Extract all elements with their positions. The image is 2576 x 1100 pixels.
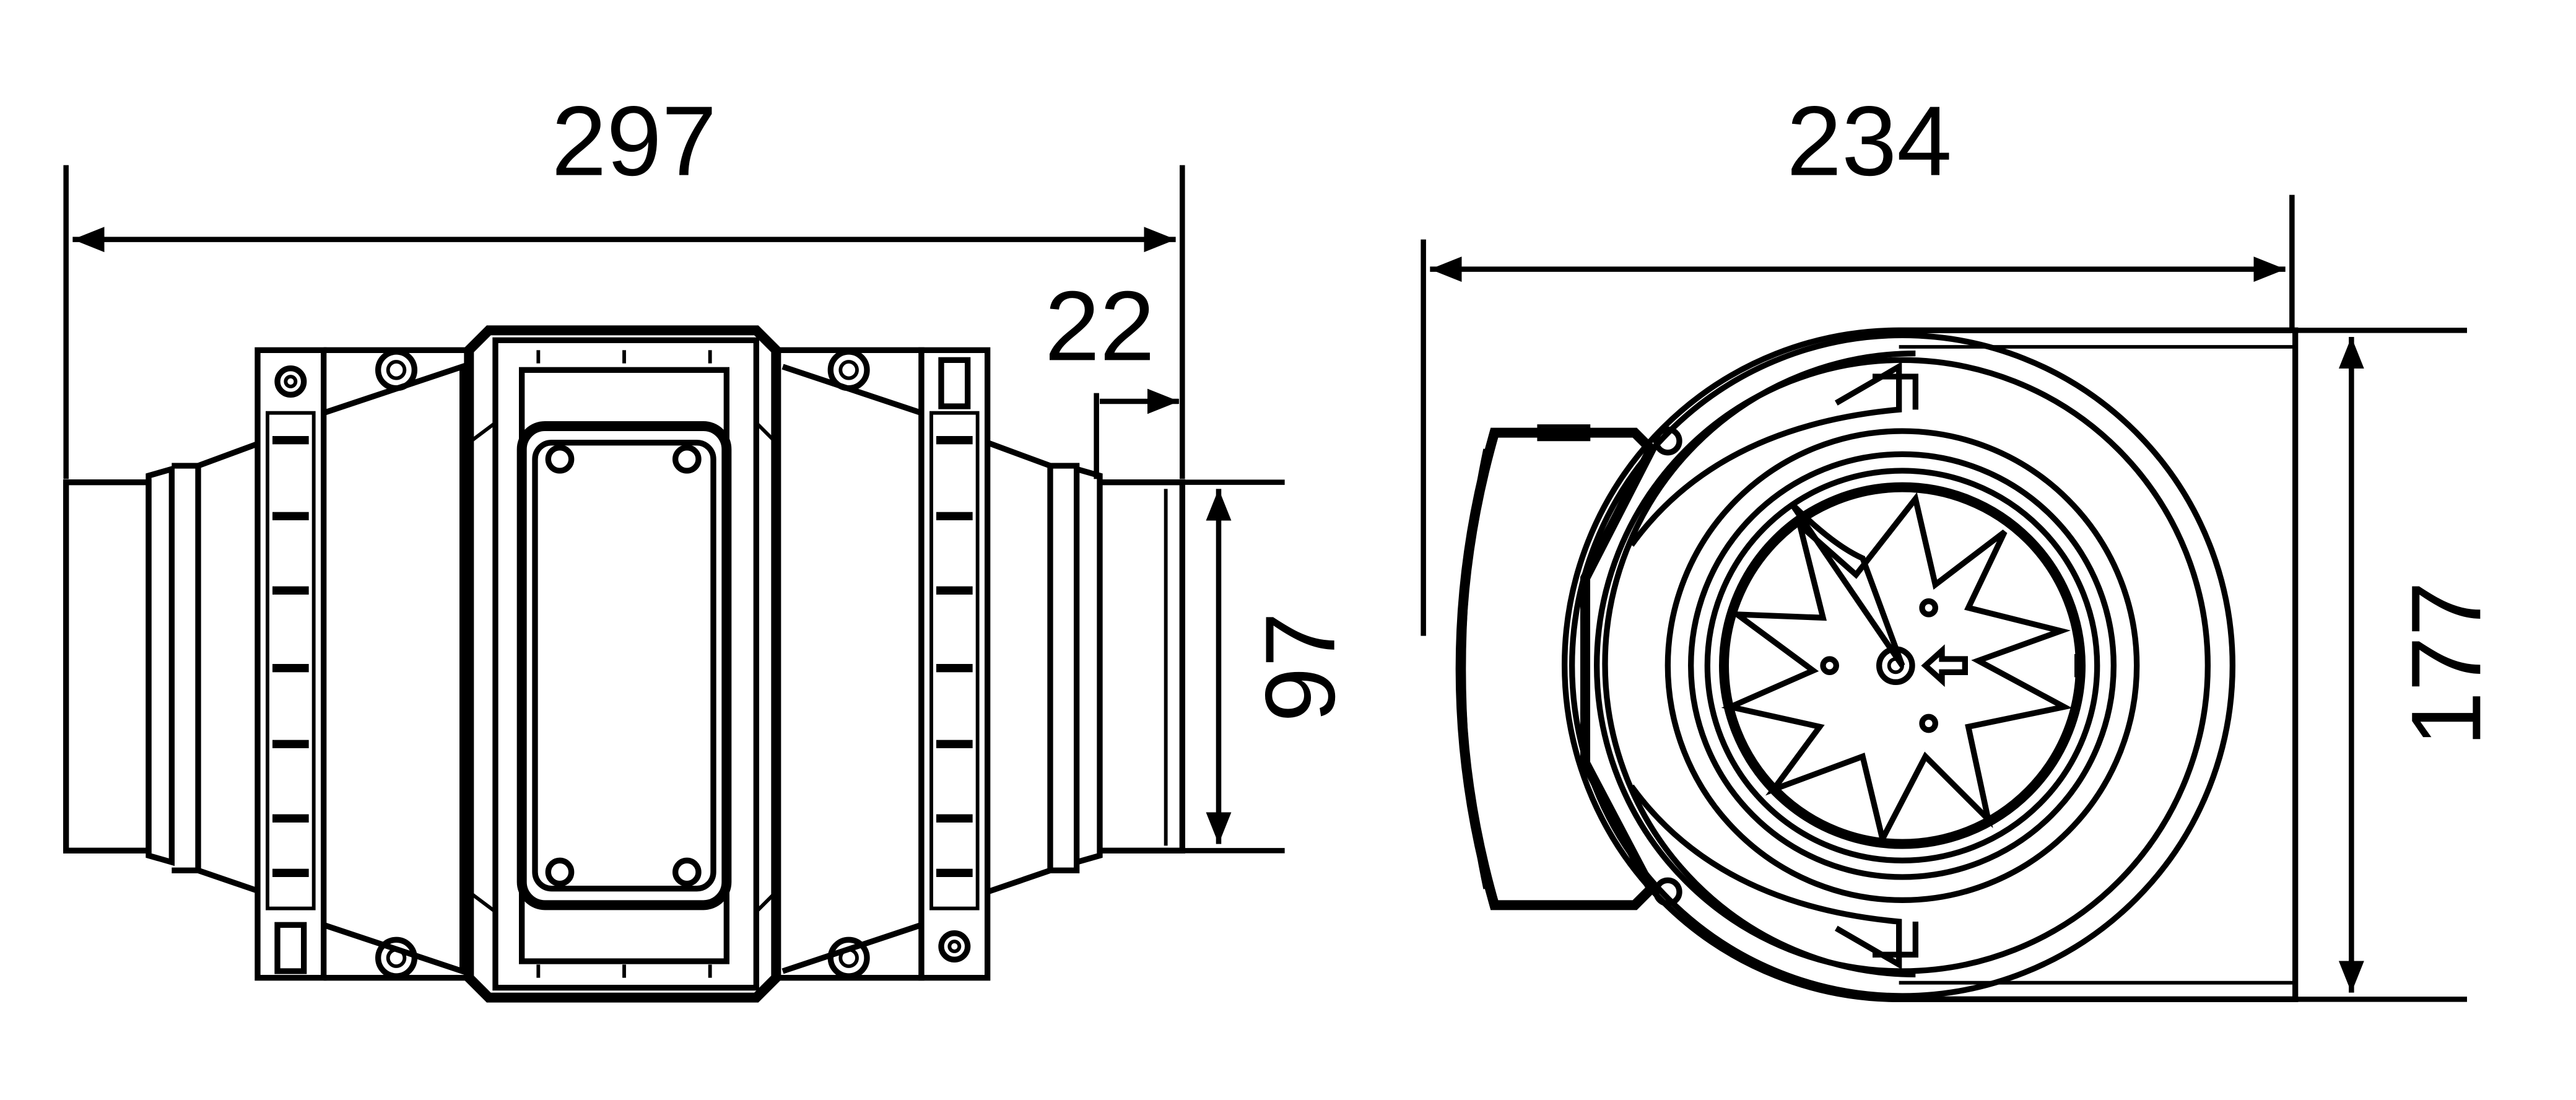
left-bolt-top xyxy=(375,349,417,391)
right-spigot xyxy=(1100,479,1185,853)
impeller-hub xyxy=(1876,646,1915,685)
hub-bolt xyxy=(1919,598,1938,618)
offset-label: 22 xyxy=(1045,270,1155,381)
length-label: 297 xyxy=(552,85,717,196)
left-cone xyxy=(197,438,264,896)
right-spigot-ring xyxy=(1076,466,1103,865)
front-flange-ring xyxy=(1569,332,2235,999)
diameter-label: 97 xyxy=(1245,612,1355,722)
terminal-screw xyxy=(672,444,702,474)
left-screw-top xyxy=(274,365,307,398)
terminal-box-lid xyxy=(532,439,716,892)
left-latch xyxy=(274,922,307,974)
terminal-box xyxy=(516,421,732,910)
motor-housing-inner xyxy=(492,337,759,991)
right-latch xyxy=(938,357,971,409)
width-label: 234 xyxy=(1786,85,1952,196)
front-terminal-box xyxy=(1455,427,1658,910)
right-clamp-slots xyxy=(936,436,973,877)
side-view: 297 22 97 xyxy=(63,85,1355,1003)
right-screw-bottom xyxy=(938,930,971,962)
hub-bolt xyxy=(1820,656,1839,675)
height-label: 177 xyxy=(2390,582,2501,747)
left-spigot-ring xyxy=(146,465,175,866)
flange-top xyxy=(1629,361,1902,547)
right-cone xyxy=(986,440,1053,895)
housing-rivets xyxy=(536,350,712,978)
inlet-inner-ring xyxy=(1704,468,2100,863)
terminal-screw xyxy=(672,857,702,887)
right-bolt-bottom xyxy=(827,936,870,979)
terminal-screw xyxy=(545,444,575,474)
left-housing xyxy=(323,347,472,981)
terminal-screw xyxy=(545,857,575,887)
impeller xyxy=(1721,492,2073,847)
front-screw-bottom xyxy=(1653,877,1682,907)
right-housing-taper xyxy=(781,364,925,974)
airflow-arrow-icon xyxy=(1921,644,1968,688)
inlet-mid-ring xyxy=(1688,451,2117,880)
right-housing xyxy=(776,347,925,981)
left-clamp-band xyxy=(266,411,316,910)
right-clamp-band xyxy=(929,411,980,910)
front-view: 234 177 xyxy=(1421,85,2501,1002)
front-flange-inner xyxy=(1594,357,2211,974)
hub-bolt xyxy=(1919,714,1938,733)
left-collar xyxy=(172,463,201,873)
front-outer-casing xyxy=(1562,327,2299,1002)
impeller-blades xyxy=(1721,492,2073,847)
right-bolt-top xyxy=(827,349,870,391)
flange-bottom xyxy=(1629,784,1902,970)
left-bolt-bottom xyxy=(375,936,417,979)
right-collar xyxy=(1050,463,1080,873)
inlet-outer-ring xyxy=(1664,428,2140,903)
left-housing-taper xyxy=(323,362,466,976)
left-spigot xyxy=(63,479,152,853)
left-clamp-slots xyxy=(272,436,309,877)
terminal-box-edge xyxy=(1460,448,1489,889)
